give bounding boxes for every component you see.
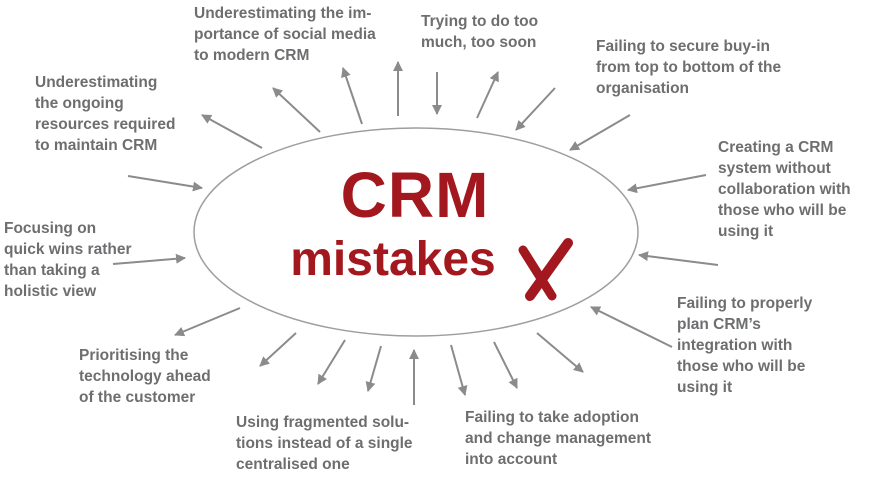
arrow-8 [627,174,707,194]
mistake-line: centralised one [236,456,350,473]
mistake-line: those who will be [718,202,847,219]
mistake-no-collaboration: Creating a CRM system without collaborat… [718,137,851,242]
mistake-buy-in: Failing to secure buy-in from top to bot… [596,36,781,99]
mistake-line: integration with [677,337,793,354]
arrow-20 [536,332,584,373]
title-crm: CRM [340,159,490,231]
mistake-line: Failing to properly [677,295,813,312]
mistake-line: much, too soon [421,34,537,51]
arrow-16 [365,345,382,392]
mistake-fragmented-solutions: Using fragmented solu- tions instead of … [236,412,413,475]
mistake-line: of the customer [79,389,196,406]
mistake-line: Underestimating [35,74,158,91]
arrow-13 [174,307,241,337]
mistake-line: Creating a CRM [718,139,834,156]
mistake-line: Failing to take adoption [465,409,639,426]
arrow-19 [493,341,518,389]
mistake-line: system without [718,160,831,177]
arrow-0 [272,87,321,133]
title-mistakes: mistakes [290,233,496,286]
arrow-18 [450,344,468,396]
mistake-too-much-too-soon: Trying to do too much, too soon [421,11,538,53]
arrow-15 [317,339,346,385]
arrow-14 [259,332,297,367]
mistake-adoption-change: Failing to take adoption and change mana… [465,407,651,470]
mistake-line: quick wins rather [4,241,132,258]
mistake-line: Using fragmented solu- [236,414,410,431]
arrow-7 [201,114,263,149]
mistake-line: technology ahead [79,368,211,385]
mistake-line: the ongoing [35,95,124,112]
central-ellipse [193,127,639,337]
mistake-line: organisation [596,80,690,97]
mistake-line: to maintain CRM [35,137,158,154]
arrows-group [112,61,719,405]
mistake-social-media: Underestimating the im- portance of soci… [194,3,376,66]
arrow-10 [638,251,719,266]
mistake-line: and change management [465,430,652,447]
mistake-line: Failing to secure buy-in [596,38,770,55]
mistake-line: holistic view [4,283,97,300]
mistake-quick-wins: Focusing on quick wins rather than takin… [4,218,131,302]
arrow-9 [127,175,203,192]
mistake-technology-first: Prioritising the technology ahead of the… [79,345,211,408]
arrow-6 [569,114,631,151]
mistake-line: tions instead of a single [236,435,413,452]
mistake-line: portance of social media [194,26,376,43]
mistake-line: plan CRM’s [677,316,761,333]
mistake-line: than taking a [4,262,100,279]
mistake-line: Prioritising the [79,347,189,364]
mistake-line: Trying to do too [421,13,539,30]
arrow-4 [476,71,499,119]
mistake-line: using it [718,223,774,240]
arrow-11 [112,253,186,265]
mistake-ongoing-resources: Underestimating the ongoing resources re… [35,72,175,156]
arrow-5 [515,87,556,131]
red-x-mark-icon [518,238,573,301]
arrow-1 [341,67,363,125]
mistake-line: those who will be [677,358,806,375]
mistake-line: using it [677,379,733,396]
mistake-line: into account [465,451,558,468]
mistake-line: Focusing on [4,220,97,237]
mistake-line: Underestimating the im- [194,5,372,22]
mistake-line: resources required [35,116,176,133]
arrow-12 [590,306,673,348]
mistake-line: from top to bottom of the [596,59,782,76]
mistake-line: collaboration with [718,181,851,198]
mistake-line: to modern CRM [194,47,310,64]
mistake-integration-planning: Failing to properly plan CRM’s integrati… [677,293,812,398]
